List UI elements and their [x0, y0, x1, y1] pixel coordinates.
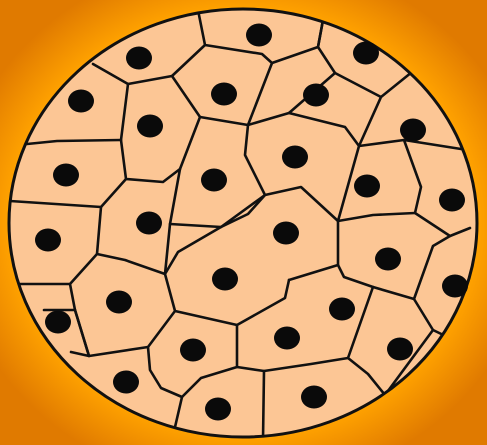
- nucleus: [113, 371, 139, 394]
- nucleus: [68, 90, 94, 113]
- nucleus: [282, 146, 308, 169]
- nucleus: [303, 84, 329, 107]
- nucleus: [442, 275, 468, 298]
- nucleus: [212, 268, 238, 291]
- nucleus: [201, 169, 227, 192]
- nucleus: [301, 386, 327, 409]
- nucleus: [400, 119, 426, 142]
- nucleus: [273, 222, 299, 245]
- nucleus: [439, 189, 465, 212]
- tissue-disc: [9, 9, 477, 437]
- nucleus: [246, 24, 272, 47]
- nucleus: [329, 298, 355, 321]
- nucleus: [35, 229, 61, 252]
- nucleus: [53, 164, 79, 187]
- nucleus: [180, 339, 206, 362]
- nucleus: [375, 248, 401, 271]
- nucleus: [205, 398, 231, 421]
- nucleus: [353, 42, 379, 65]
- nucleus: [387, 338, 413, 361]
- nucleus: [274, 327, 300, 350]
- cell-wall: [263, 371, 264, 440]
- nucleus: [137, 115, 163, 138]
- nucleus: [106, 291, 132, 314]
- nucleus: [126, 47, 152, 70]
- nucleus: [136, 212, 162, 235]
- nucleus: [45, 311, 71, 334]
- nucleus: [211, 83, 237, 106]
- nucleus: [354, 175, 380, 198]
